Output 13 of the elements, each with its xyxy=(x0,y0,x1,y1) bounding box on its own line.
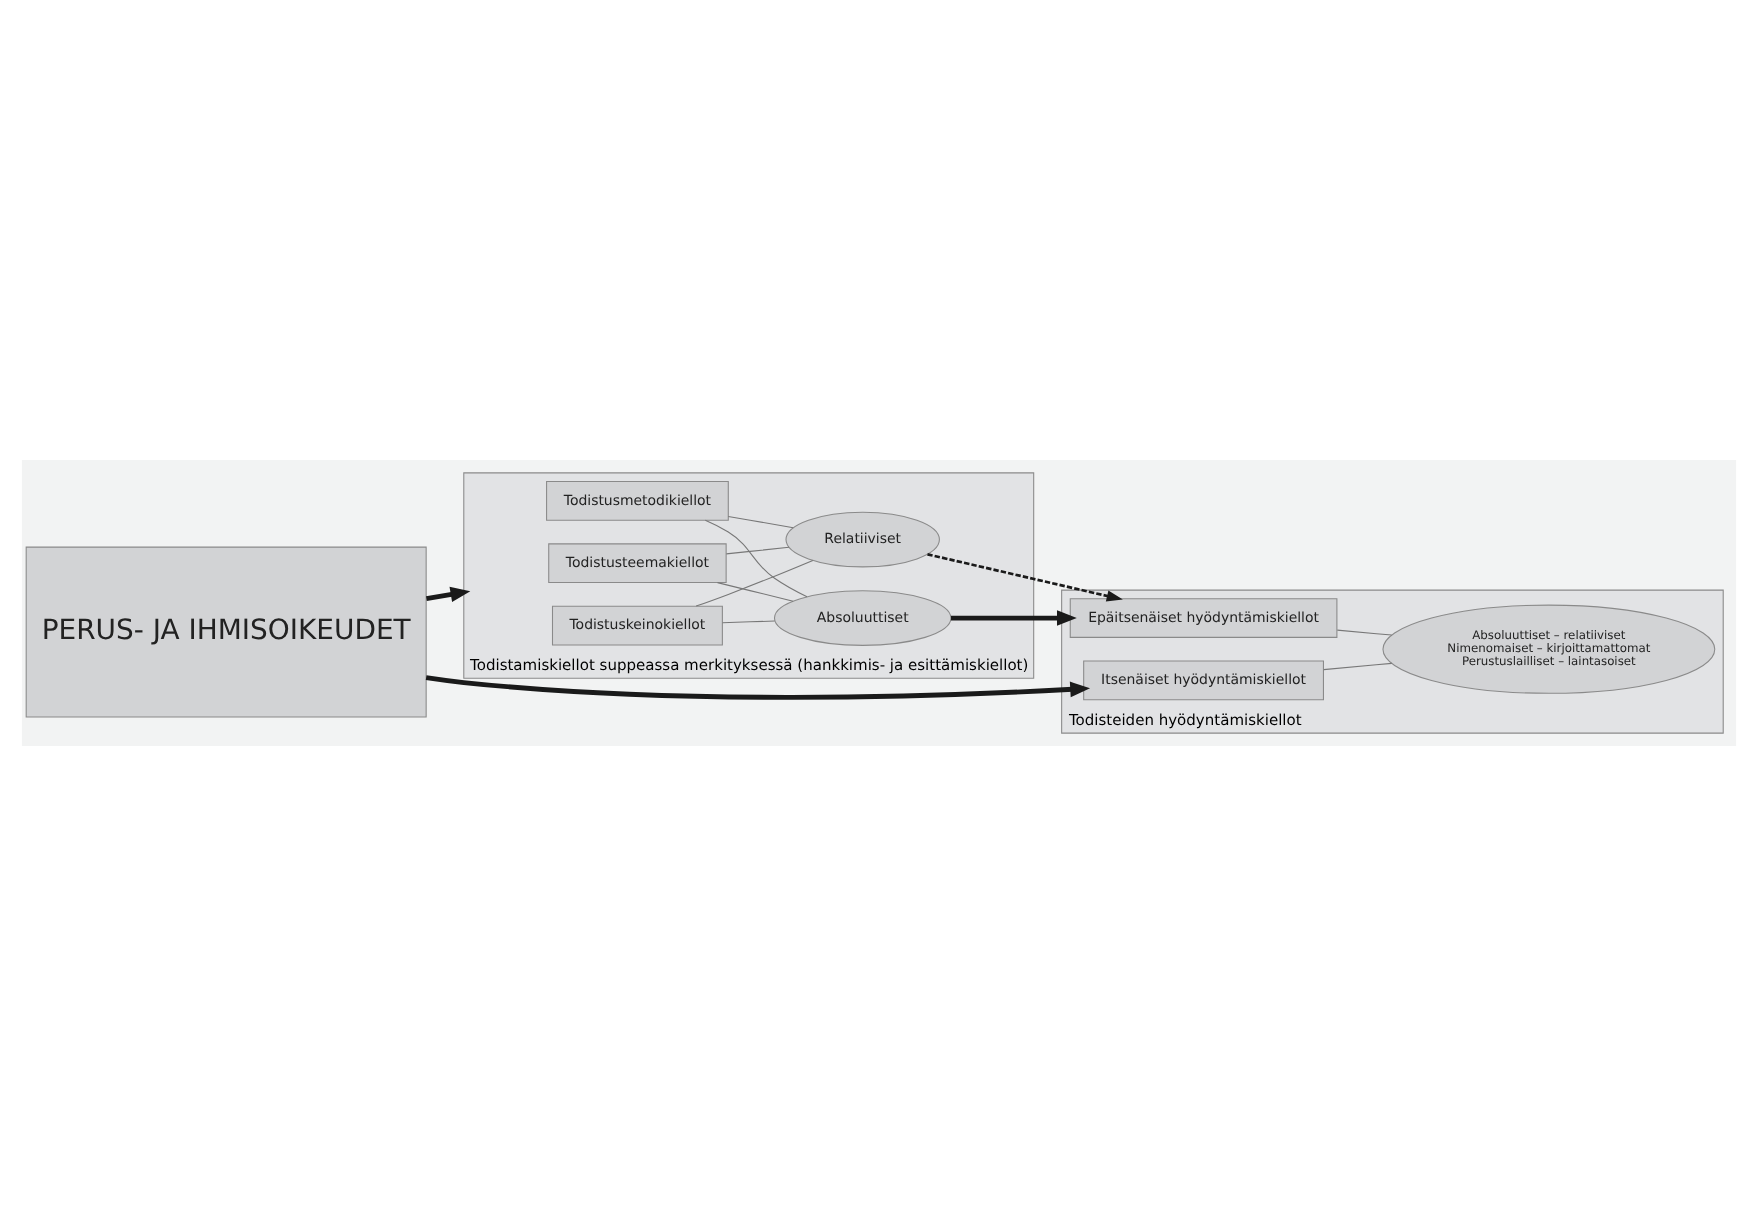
connector xyxy=(1323,662,1393,671)
connector xyxy=(704,519,808,598)
connector xyxy=(716,582,794,602)
connector xyxy=(725,546,790,555)
connector xyxy=(722,620,776,624)
arrow xyxy=(425,675,1091,700)
arrow xyxy=(927,553,1123,602)
arrow xyxy=(426,586,471,603)
connector xyxy=(727,515,794,529)
connector xyxy=(1336,629,1393,636)
node-box: PERUS- JA IHMISOIKEUDET xyxy=(25,546,427,718)
connector xyxy=(695,559,814,607)
arrow xyxy=(951,610,1077,626)
